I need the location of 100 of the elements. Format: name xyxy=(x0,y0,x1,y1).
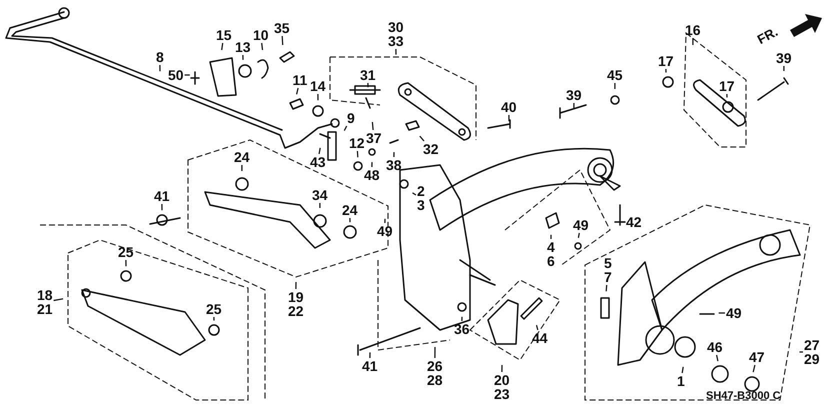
leader-line xyxy=(550,234,552,239)
callout-number: 18 xyxy=(37,288,53,302)
leader-line xyxy=(356,150,358,158)
callout-number: 24 xyxy=(342,203,358,217)
callout-number: 3 xyxy=(417,198,425,212)
leader-line xyxy=(241,165,242,171)
callout-number: 13 xyxy=(235,40,251,54)
callout-number: 16 xyxy=(685,23,701,37)
callout-number: 22 xyxy=(288,304,304,318)
callout-number: 38 xyxy=(386,158,402,172)
leader-line xyxy=(665,68,667,73)
leader-line xyxy=(578,232,580,238)
callout-number: 17 xyxy=(658,54,674,68)
callout-number: 36 xyxy=(454,322,470,336)
leader-line xyxy=(434,347,436,358)
callout-number: 50 xyxy=(168,68,184,82)
callout-number: 19 xyxy=(288,290,304,304)
callout-number: 1 xyxy=(677,374,685,388)
callout-number: 8 xyxy=(156,50,164,64)
callout-number: 12 xyxy=(349,136,365,150)
leader-line xyxy=(419,136,424,142)
callout-number: 31 xyxy=(360,68,376,82)
callout-number: 10 xyxy=(253,28,269,42)
leader-line xyxy=(318,148,321,154)
leader-line xyxy=(296,88,299,94)
leader-line xyxy=(221,42,224,50)
callout-number: 29 xyxy=(804,352,820,366)
leader-line xyxy=(395,48,397,55)
callout-number: 49 xyxy=(573,218,589,232)
leader-line xyxy=(282,36,284,46)
leader-line xyxy=(371,162,373,168)
callout-number: 15 xyxy=(216,28,232,42)
leader-line xyxy=(508,115,510,122)
direction-label: FR. xyxy=(754,24,780,48)
leader-line xyxy=(369,352,371,358)
leader-line xyxy=(461,316,463,322)
leader-line xyxy=(614,83,616,89)
callout-number: 44 xyxy=(532,331,548,345)
leader-line xyxy=(213,316,215,321)
callout-number: 5 xyxy=(604,256,612,270)
leader-line xyxy=(161,204,163,210)
callout-number: 21 xyxy=(37,302,53,316)
leader-line xyxy=(606,284,608,292)
callout-number: 35 xyxy=(274,21,290,35)
callout-number: 40 xyxy=(501,100,517,114)
callout-number: 2 xyxy=(417,184,425,198)
callout-number: 25 xyxy=(206,302,222,316)
leader-line xyxy=(372,122,374,130)
leader-line xyxy=(718,312,725,314)
callout-number: 47 xyxy=(749,350,765,364)
leader-line xyxy=(393,152,395,158)
leader-line xyxy=(242,54,244,60)
callout-number: 33 xyxy=(388,34,404,48)
callout-number: 7 xyxy=(604,270,612,284)
callout-number: 4 xyxy=(547,240,555,254)
callout-number: 28 xyxy=(427,373,443,387)
leader-line xyxy=(716,354,718,362)
callout-number: 41 xyxy=(154,189,170,203)
callout-number: 17 xyxy=(719,79,735,93)
leader-line xyxy=(573,103,574,108)
leader-line xyxy=(349,218,351,222)
leader-line xyxy=(622,221,625,223)
leader-line xyxy=(682,366,684,374)
callout-number: 34 xyxy=(312,188,328,202)
callout-number: 48 xyxy=(364,168,380,182)
leader-line xyxy=(125,260,127,266)
leader-line xyxy=(800,351,803,353)
leader-line xyxy=(752,364,756,372)
leader-line xyxy=(726,94,728,98)
leader-line xyxy=(261,42,264,50)
leader-line xyxy=(384,218,386,224)
leader-line xyxy=(536,324,538,330)
callout-number: 42 xyxy=(626,215,642,229)
leader-line xyxy=(344,126,348,131)
callout-number: 43 xyxy=(310,155,326,169)
callout-number: 27 xyxy=(804,338,820,352)
leader-line xyxy=(184,74,190,76)
callout-number: 39 xyxy=(776,51,792,65)
callout-number: 9 xyxy=(347,111,355,125)
leader-line xyxy=(317,94,319,100)
callout-number: 11 xyxy=(292,73,308,87)
callout-number: 6 xyxy=(547,254,555,268)
callout-number: 20 xyxy=(494,373,510,387)
callout-number: 41 xyxy=(362,359,378,373)
leader-line xyxy=(692,38,694,45)
callout-number: 49 xyxy=(726,306,742,320)
callout-number: 45 xyxy=(607,68,623,82)
callout-number: 37 xyxy=(366,131,382,145)
drawing-code: SH47-B3000 C xyxy=(706,390,781,402)
callout-number: 26 xyxy=(427,359,443,373)
leader-line xyxy=(319,203,320,208)
callout-number: 14 xyxy=(310,79,326,93)
callout-number: 39 xyxy=(566,88,582,102)
callout-number: 25 xyxy=(118,245,134,259)
leader-line xyxy=(783,66,784,71)
leader-line xyxy=(54,298,64,302)
callout-number: 30 xyxy=(388,20,404,34)
callout-number: 24 xyxy=(234,150,250,164)
callout-number: 46 xyxy=(707,340,723,354)
leader-line xyxy=(501,365,503,372)
